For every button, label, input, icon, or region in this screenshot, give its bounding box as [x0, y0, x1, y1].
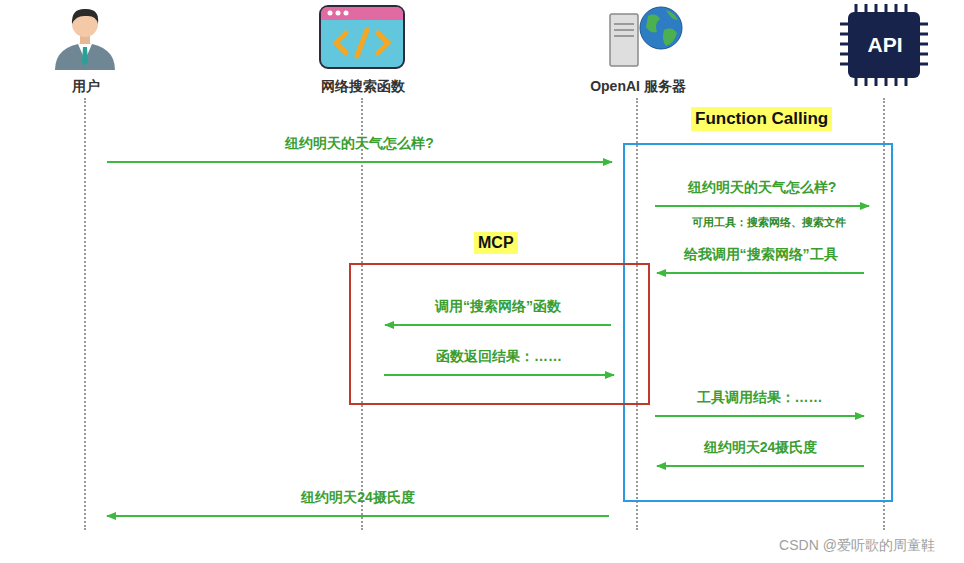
message-arrow [107, 515, 609, 517]
chip-label: API [867, 33, 902, 57]
participant-lifeline: 用户 [84, 98, 86, 530]
watermark: CSDN @爱听歌的周童鞋 [779, 537, 935, 555]
participant-name: 网络搜索函数 [321, 78, 405, 96]
message-label: 函数返回结果：…… [436, 348, 562, 366]
group-heading: MCP [474, 232, 518, 254]
participant-lifeline: API [883, 98, 885, 530]
function-icon [320, 6, 404, 68]
message-label: 纽约明天24摄氏度 [704, 439, 818, 457]
user-icon [55, 9, 115, 70]
message-label: 纽约明天24摄氏度 [301, 489, 415, 507]
message-label: 给我调用“搜索网络”工具 [684, 246, 838, 264]
message-arrow [655, 415, 864, 417]
message-arrow [657, 272, 864, 274]
chip-icon [840, 4, 928, 86]
message-arrow [655, 205, 869, 207]
participant-name: 用户 [72, 78, 100, 96]
message-arrow [385, 324, 611, 326]
message-arrow [384, 374, 614, 376]
message-label: 纽约明天的天气怎么样? [285, 135, 434, 153]
message-label: 纽约明天的天气怎么样? [688, 179, 837, 197]
message-label: 工具调用结果：…… [697, 389, 823, 407]
participant-name: OpenAI 服务器 [590, 78, 686, 96]
message-arrow [107, 161, 612, 163]
group-heading: Function Calling [691, 107, 832, 131]
message-label: 调用“搜索网络”函数 [435, 298, 561, 316]
mcp-box: MCP [349, 263, 650, 405]
server-icon [610, 7, 682, 66]
message-arrow [657, 465, 864, 467]
participant-lifeline: OpenAI 服务器 [636, 98, 638, 530]
participant-lifeline: 网络搜索函数 [361, 98, 363, 530]
tool-note: 可用工具：搜索网络、搜索文件 [692, 215, 846, 230]
